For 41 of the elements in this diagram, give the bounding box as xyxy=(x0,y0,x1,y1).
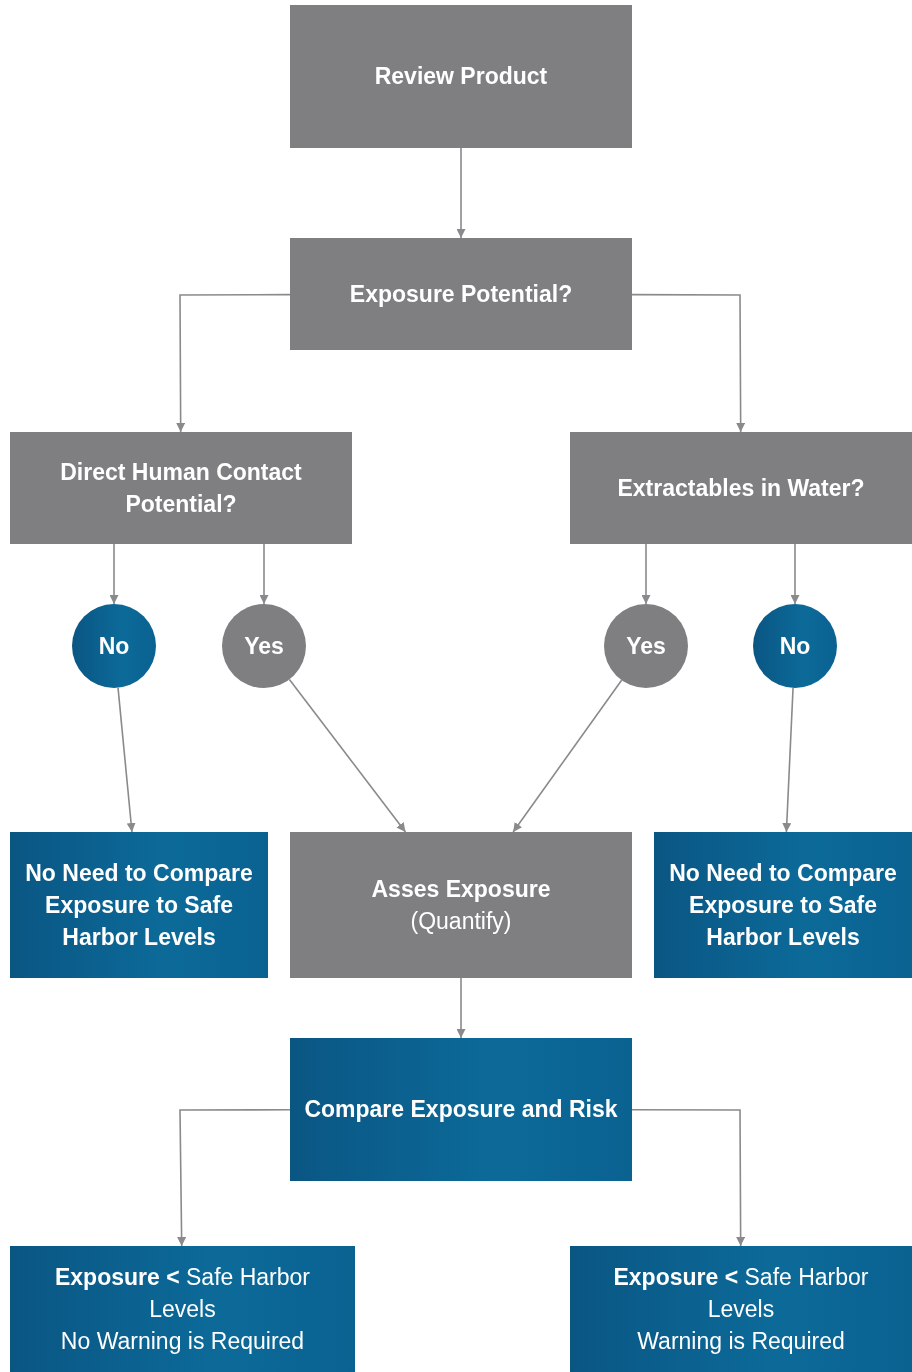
arrow xyxy=(641,543,651,605)
arrow xyxy=(259,543,269,605)
arrow xyxy=(631,1109,746,1247)
arrow xyxy=(456,147,466,239)
decision-box xyxy=(570,432,912,544)
arrow xyxy=(176,293,291,433)
node-text: Compare Exposure and Risk xyxy=(304,1095,618,1125)
node-text: Extractables in Water? xyxy=(617,473,865,503)
node-text: No xyxy=(98,631,130,661)
outcome-box xyxy=(654,832,912,978)
node-text: Exposure < Safe Harbor Levels xyxy=(612,1262,870,1324)
arrow xyxy=(109,543,119,605)
node-text: No xyxy=(779,631,811,661)
decision-box xyxy=(290,238,632,350)
node-text: (Quantify) xyxy=(410,907,512,936)
arrow xyxy=(782,687,794,833)
outcome-box xyxy=(10,832,268,978)
arrow xyxy=(288,678,407,833)
node-text: Yes xyxy=(244,631,284,661)
node-text: Review Product xyxy=(374,62,548,92)
node-text: Asses Exposure xyxy=(371,874,551,904)
arrow xyxy=(631,293,746,433)
arrow xyxy=(790,543,800,605)
node-text: Yes xyxy=(626,631,666,661)
arrow xyxy=(456,977,466,1039)
decision-box xyxy=(10,432,352,544)
node-text: Direct Human Contact Potential? xyxy=(59,457,303,519)
node-text: Exposure Potential? xyxy=(349,279,573,309)
outcome-box xyxy=(10,1246,355,1372)
outcome-box xyxy=(570,1246,912,1372)
node-text: No Warning is Required xyxy=(60,1327,305,1357)
arrow xyxy=(117,687,136,833)
arrow xyxy=(512,679,623,833)
process-box xyxy=(290,5,632,148)
node-text: Exposure < Safe Harbor Levels xyxy=(53,1262,311,1324)
node-text: No Need to Compare Exposure to Safe Harbor Levels xyxy=(668,858,898,953)
process-box xyxy=(290,1038,632,1181)
node-text: Warning is Required xyxy=(637,1327,845,1357)
node-text: No Need to Compare Exposure to Safe Harbor Levels xyxy=(24,858,254,953)
arrow xyxy=(177,1109,291,1247)
process-box xyxy=(290,832,632,978)
